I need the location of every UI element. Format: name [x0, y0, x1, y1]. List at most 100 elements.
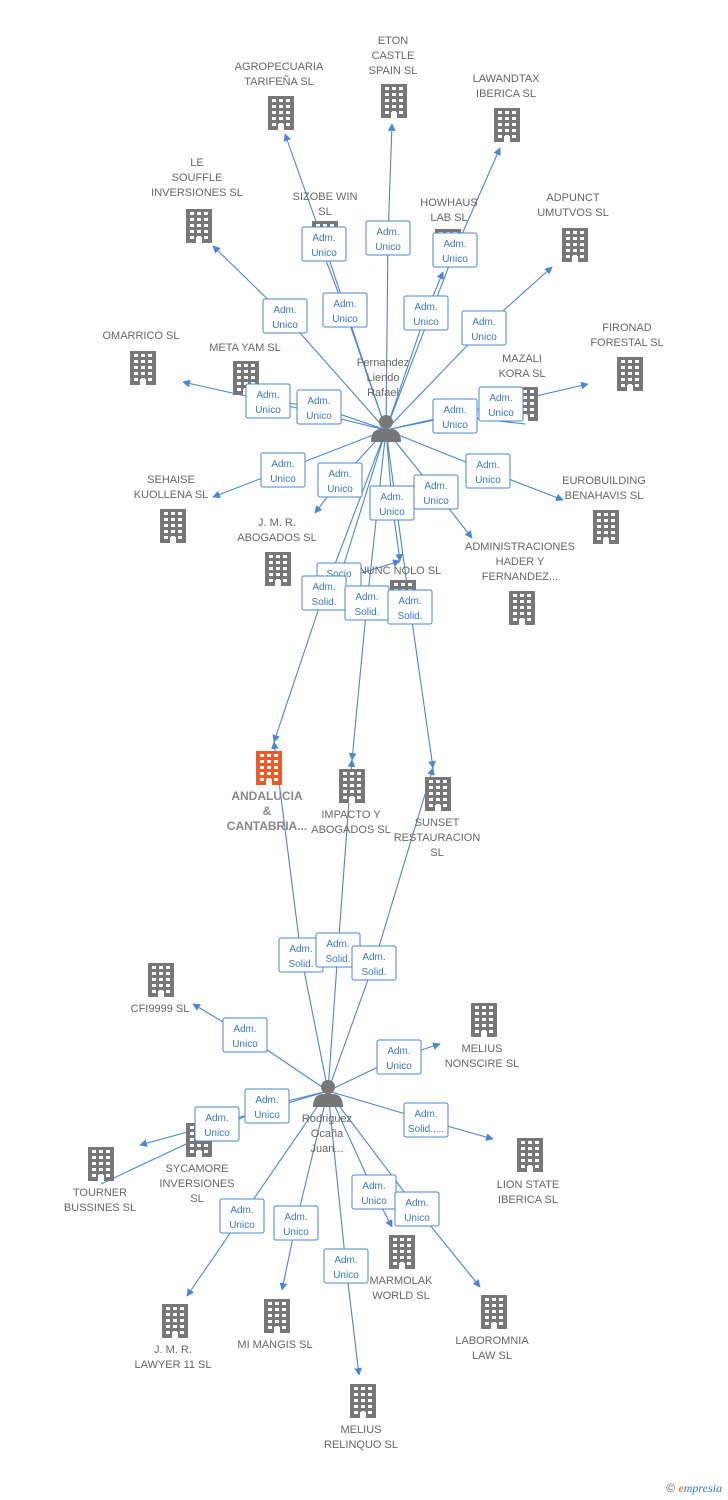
svg-text:Unico: Unico — [423, 496, 449, 507]
company-node[interactable]: J. M. R.LAWYER 11 SL — [134, 1304, 212, 1371]
role-badge[interactable]: Adm.Unico — [194, 1106, 240, 1142]
svg-text:Unico: Unico — [488, 408, 514, 419]
role-badge[interactable]: Adm.Unico — [478, 386, 524, 422]
empresia-logo[interactable]: empresia — [678, 1481, 722, 1495]
svg-text:Adm.: Adm. — [230, 1205, 253, 1216]
svg-text:Unico: Unico — [333, 1270, 359, 1281]
role-badge[interactable]: Adm.Unico — [317, 462, 363, 498]
company-node[interactable]: OMARRICO SL — [102, 330, 180, 385]
svg-text:J. M. R.ABOGADOS SL: J. M. R.ABOGADOS SL — [237, 517, 316, 544]
company-node[interactable]: MI MANGIS SL — [237, 1299, 313, 1351]
role-badge[interactable]: Adm.Unico — [301, 226, 347, 262]
role-badge[interactable]: Adm.Unico — [351, 1174, 397, 1210]
role-badge[interactable]: Adm.Unico — [403, 295, 449, 331]
building-icon — [268, 96, 294, 130]
company-node[interactable]: J. M. R.ABOGADOS SL — [237, 517, 317, 586]
role-badge[interactable]: Adm.Unico — [323, 1248, 369, 1284]
role-badge[interactable]: Adm.Unico — [465, 453, 511, 489]
svg-text:Unico: Unico — [229, 1220, 255, 1231]
relation-edge — [385, 123, 396, 431]
role-badge[interactable]: Adm.Unico — [376, 1039, 422, 1075]
svg-text:Adm.: Adm. — [271, 459, 294, 470]
role-badge[interactable]: Adm.Solid. — [387, 589, 433, 625]
company-name: J. M. R.ABOGADOS SL — [237, 517, 316, 544]
role-badge[interactable]: Adm.Unico — [222, 1017, 268, 1053]
svg-text:Unico: Unico — [270, 474, 296, 485]
building-icon — [350, 1384, 376, 1418]
person-icon — [313, 1080, 343, 1107]
svg-text:Unico: Unico — [254, 1110, 280, 1121]
building-icon — [264, 1299, 290, 1333]
role-badge[interactable]: Adm.Unico — [432, 232, 478, 268]
role-badge[interactable]: Adm.Unico — [244, 1088, 290, 1124]
role-badge[interactable]: Adm.Unico — [262, 298, 308, 334]
svg-text:Unico: Unico — [272, 320, 298, 331]
svg-text:Unico: Unico — [375, 242, 401, 253]
role-badge[interactable]: Adm.Unico — [394, 1191, 440, 1227]
role-badge[interactable]: Adm.Solid.,... — [403, 1102, 449, 1138]
svg-text:Unico: Unico — [306, 411, 332, 422]
role-badge[interactable]: Adm.Unico — [369, 485, 415, 521]
role-badge[interactable]: Adm. Unico — [219, 1198, 265, 1234]
building-icon — [509, 591, 535, 625]
role-badge[interactable]: Adm.Unico — [432, 398, 478, 434]
role-badge[interactable]: Adm.Unico — [365, 220, 411, 256]
company-name: CFI9999 SL — [131, 1003, 190, 1015]
building-icon — [562, 228, 588, 262]
role-badge[interactable]: Adm. Unico — [296, 389, 342, 425]
focus-company-node[interactable]: ANDALUCIA&CANTABRIA... — [227, 751, 307, 833]
role-badge[interactable]: Adm.Unico — [273, 1205, 319, 1241]
role-badge[interactable]: Adm. Unico — [260, 452, 306, 488]
svg-text:Adm.: Adm. — [380, 492, 403, 503]
role-badge[interactable]: Adm.Unico — [461, 310, 507, 346]
role-badge[interactable]: Adm.Solid. — [351, 945, 397, 981]
svg-text:Adm.: Adm. — [307, 396, 330, 407]
role-badge[interactable]: Adm. Unico — [413, 474, 459, 510]
building-icon — [425, 777, 451, 811]
role-badge[interactable]: Adm.Solid. — [344, 585, 390, 621]
svg-text:Unico: Unico — [471, 332, 497, 343]
role-badge[interactable]: Adm.Solid. — [301, 575, 347, 611]
svg-text:Adm.: Adm. — [424, 481, 447, 492]
role-badge[interactable]: Adm.Unico — [245, 383, 291, 419]
svg-text:Adm.: Adm. — [205, 1113, 228, 1124]
role-badge[interactable]: Adm.Unico — [322, 292, 368, 328]
company-node[interactable]: CFI9999 SL — [131, 963, 190, 1015]
